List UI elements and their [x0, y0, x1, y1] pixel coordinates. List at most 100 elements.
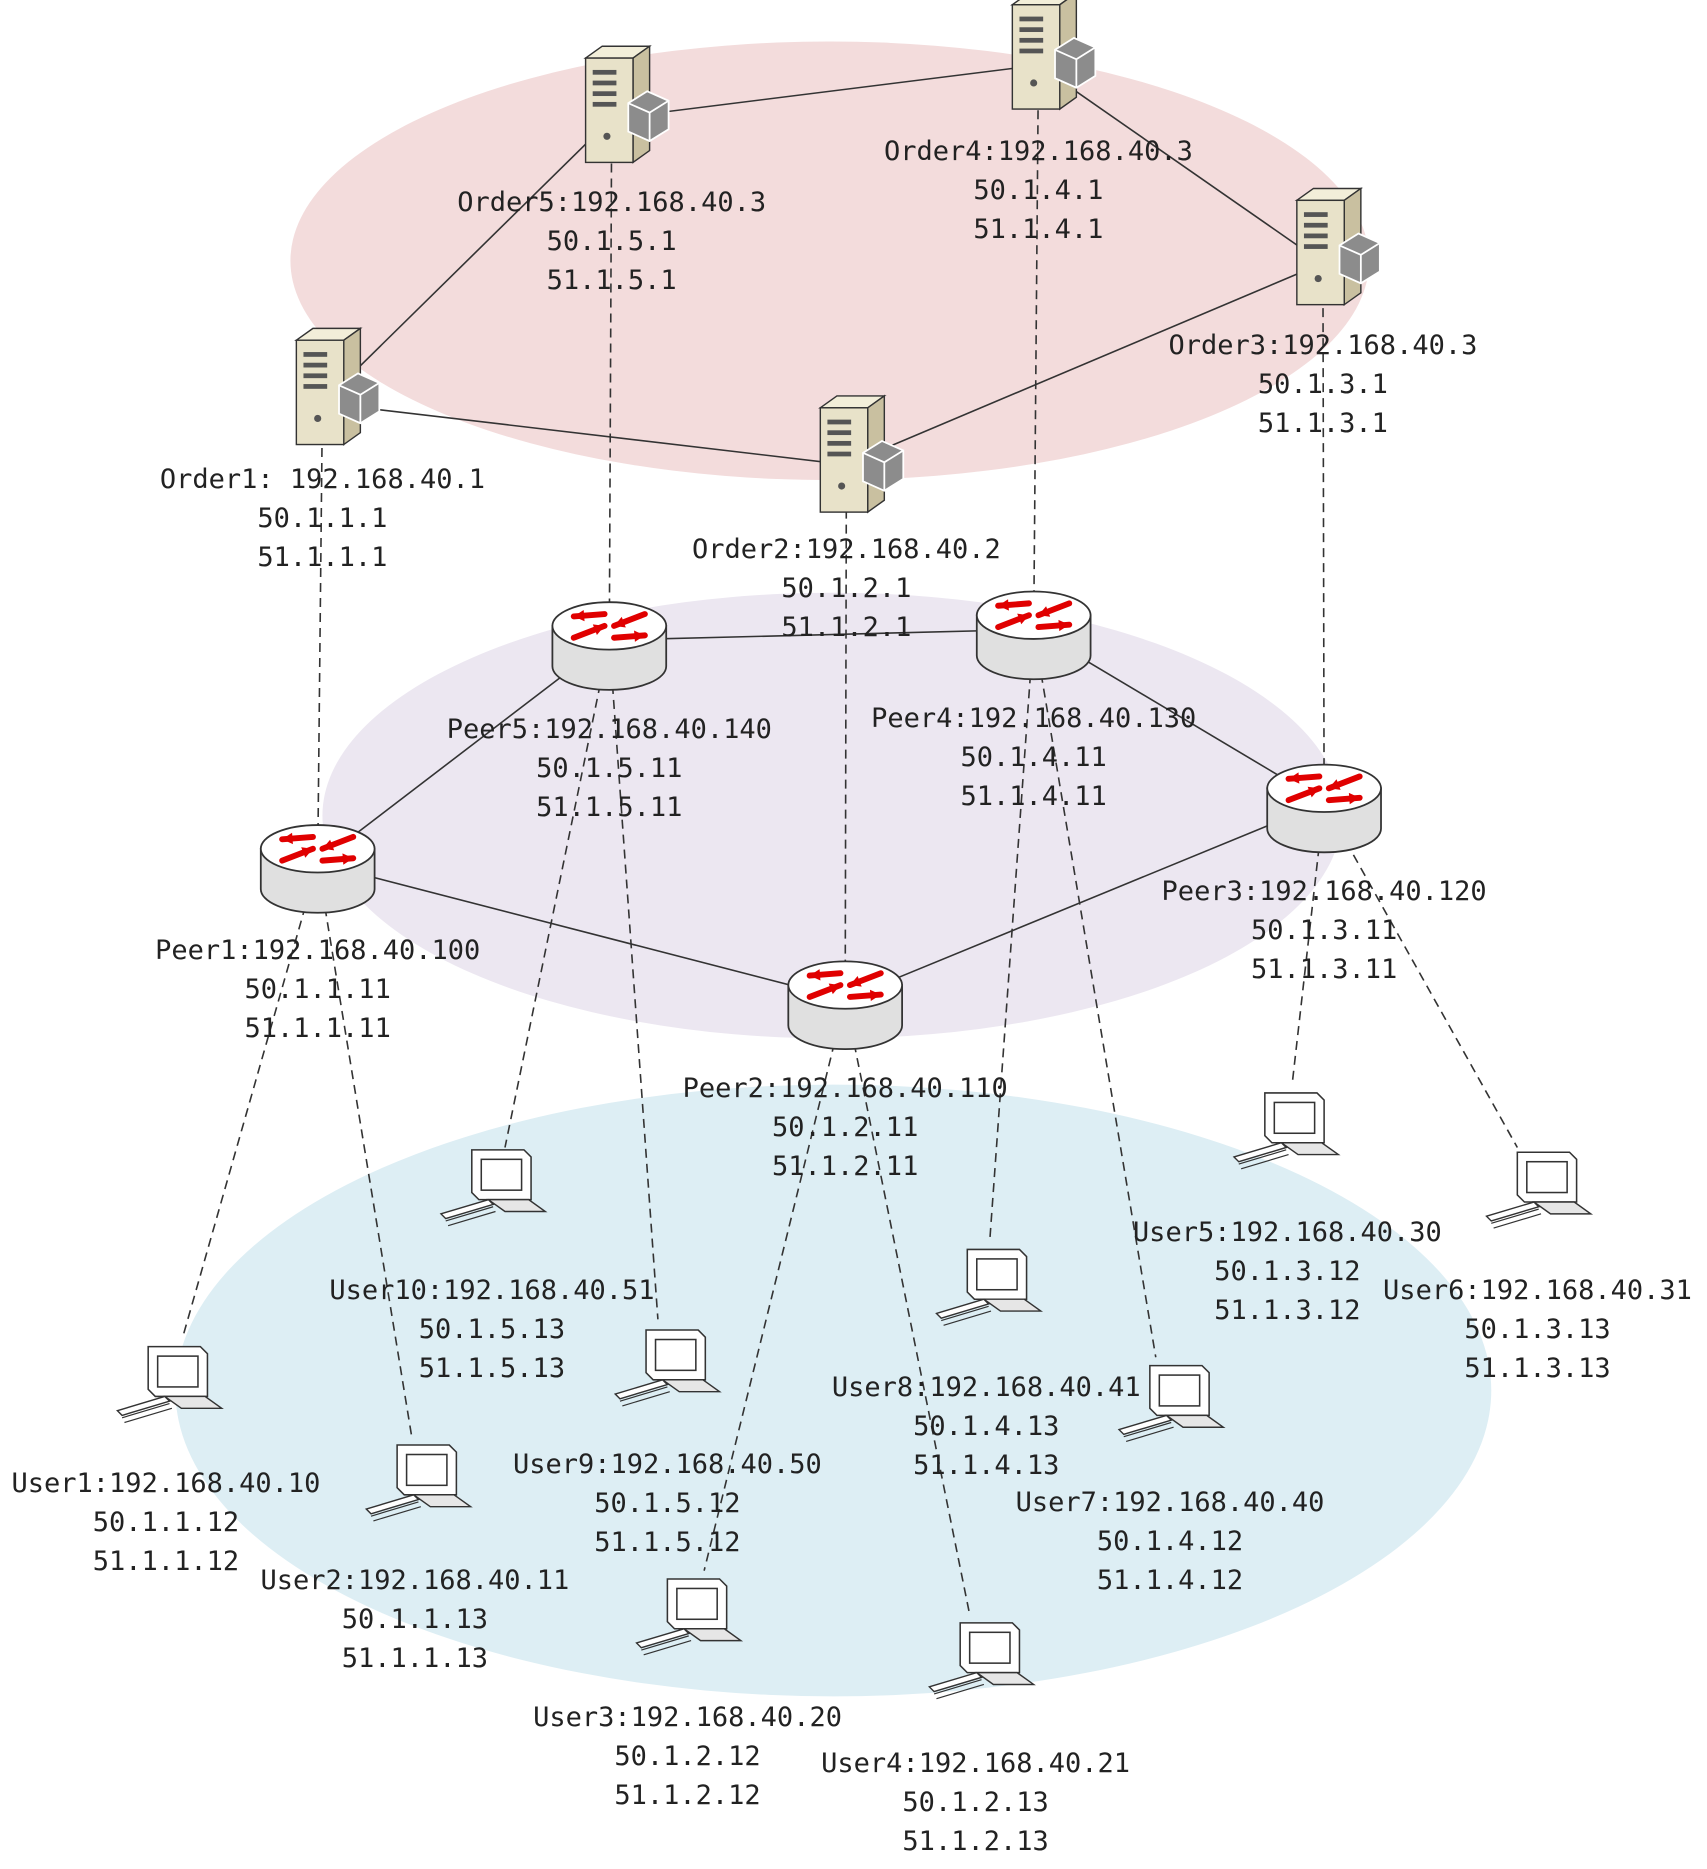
computer-base [1164, 1414, 1226, 1428]
user3-name: User3:192.168.40.20 [533, 1701, 842, 1733]
peer1-addr1: 50.1.1.11 [244, 973, 391, 1005]
order4-addr1: 50.1.4.1 [973, 174, 1104, 206]
orderer-peer-link-order5-peer5 [608, 118, 613, 641]
server-led [603, 132, 611, 140]
router-arrow-head [282, 832, 293, 845]
user3-addr1: 50.1.2.12 [614, 1740, 761, 1772]
router-arrow-head [809, 969, 821, 981]
router-arrow-head [614, 616, 626, 628]
order3-addr2: 51.1.3.1 [1257, 407, 1388, 439]
server-slot [1019, 27, 1044, 33]
monitor-screen [676, 1587, 718, 1621]
order2-addr2: 51.1.2.1 [781, 611, 912, 643]
user5-addr1: 50.1.3.12 [1214, 1255, 1361, 1287]
orderer-link-order3-order2 [846, 262, 1324, 466]
order5-label: Order5:192.168.40.3 50.1.5.1 51.1.5.1 [457, 183, 766, 300]
peer1-label: Peer1:192.168.40.100 50.1.1.11 51.1.1.11 [155, 931, 480, 1048]
peer4-name: Peer4:192.168.40.130 [871, 703, 1197, 735]
order1-addr2: 51.1.1.1 [257, 541, 388, 573]
router-arrow-head [1038, 606, 1051, 617]
server-slot [1019, 16, 1044, 22]
order1-name: Order1: 192.168.40.1 [159, 463, 485, 495]
peer3-addr1: 50.1.3.11 [1250, 915, 1398, 947]
peer3-label: Peer3:192.168.40.120 50.1.3.11 51.1.3.11 [1162, 872, 1487, 989]
monitor-screen [405, 1453, 448, 1487]
user10-label: User10:192.168.40.51 50.1.5.13 51.1.5.13 [329, 1271, 654, 1388]
server-slot [1303, 244, 1328, 249]
monitor-screen [480, 1158, 523, 1191]
cube-edges [627, 100, 670, 142]
peer2-addr1: 50.1.2.11 [772, 1112, 919, 1144]
keyboard [613, 1379, 669, 1400]
keyboard-keys [1238, 1149, 1289, 1170]
peer2-label: Peer2:192.168.40.110 50.1.2.11 51.1.2.11 [683, 1069, 1008, 1186]
peer1-addr2: 51.1.1.11 [244, 1012, 391, 1044]
user2-addr2: 51.1.1.13 [341, 1643, 489, 1675]
keyboard-keys [370, 1501, 421, 1522]
router-arrow-head [573, 609, 585, 622]
orderer-link-order5-order4 [611, 64, 1039, 120]
user8-name: User8:192.168.40.41 [831, 1371, 1141, 1403]
router-arrow-head [998, 599, 1009, 611]
peer-user-link-peer2-user3 [703, 999, 846, 1571]
computer-icon [1117, 1364, 1226, 1443]
keyboard [439, 1198, 495, 1220]
server-led [1030, 79, 1038, 87]
computer-icon [116, 1345, 224, 1424]
computer-icon [1232, 1092, 1341, 1170]
keyboard-keys [1123, 1421, 1174, 1443]
monitor-screen [654, 1338, 697, 1372]
user9-label: User9:192.168.40.50 50.1.5.12 51.1.5.12 [513, 1445, 822, 1562]
computer-base [1531, 1201, 1594, 1215]
computer-base [974, 1671, 1036, 1686]
router-arrow-head [301, 847, 313, 858]
monitor-screen [1158, 1374, 1201, 1407]
user4-name: User4:192.168.40.21 [821, 1747, 1131, 1779]
user7-addr2: 51.1.4.12 [1096, 1564, 1244, 1596]
server-slot [303, 352, 328, 357]
orderer-link-order1-order5 [321, 117, 613, 404]
computer-icon [364, 1444, 473, 1522]
keyboard [635, 1627, 691, 1649]
user5-name: User5:192.168.40.30 [1132, 1216, 1442, 1248]
server-slot [592, 80, 617, 86]
keyboard-keys [121, 1402, 173, 1424]
keyboard-keys [933, 1679, 985, 1700]
user6-addr1: 50.1.3.13 [1464, 1313, 1611, 1345]
router-arrow-head [1288, 772, 1300, 784]
peer5-name: Peer5:192.168.40.140 [446, 714, 772, 746]
user10-name: User10:192.168.40.51 [329, 1274, 655, 1306]
server-slot [592, 101, 617, 107]
cube-body [1338, 232, 1381, 285]
server-icon [818, 394, 905, 514]
peer5-addr1: 50.1.5.11 [536, 753, 683, 785]
server-front [295, 339, 345, 446]
router-icon [1266, 763, 1382, 854]
keyboard-keys [641, 1635, 692, 1656]
user9-name: User9:192.168.40.50 [512, 1449, 822, 1481]
orderer-link-order4-order3 [1037, 64, 1324, 264]
keyboard [1117, 1414, 1173, 1436]
order5-name: Order5:192.168.40.3 [457, 186, 767, 218]
server-slot [592, 69, 617, 75]
router-arrow-head [1058, 619, 1070, 632]
monitor-screen [968, 1631, 1011, 1664]
user9-addr1: 50.1.5.12 [594, 1488, 741, 1520]
user6-addr2: 51.1.3.13 [1464, 1352, 1611, 1384]
server-front [1011, 4, 1061, 110]
server-slot [1303, 212, 1328, 217]
router-arrow-head [828, 983, 841, 995]
router-icon [787, 960, 903, 1050]
server-icon [1010, 0, 1097, 111]
keyboard [1232, 1141, 1288, 1163]
peer4-label: Peer4:192.168.40.130 50.1.4.11 51.1.4.11 [871, 699, 1196, 816]
user5-label: User5:192.168.40.30 50.1.3.12 51.1.3.12 [1133, 1213, 1442, 1330]
user2-label: User2:192.168.40.11 50.1.1.13 51.1.1.13 [260, 1561, 569, 1678]
router-arrow-head [1307, 786, 1320, 798]
peer3-addr2: 51.1.3.11 [1250, 954, 1398, 986]
keyboard [935, 1298, 990, 1319]
user1-addr1: 50.1.1.12 [92, 1506, 240, 1538]
router-icon [975, 590, 1092, 681]
